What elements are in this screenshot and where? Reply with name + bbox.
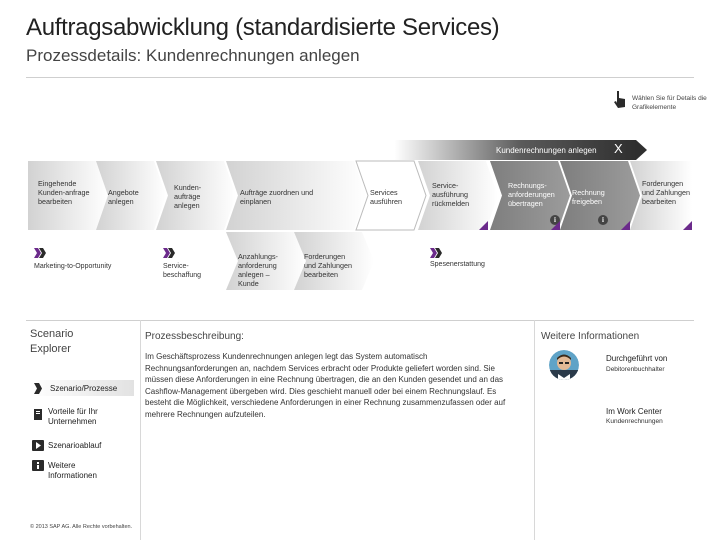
page-title: Auftragsabwicklung (standardisierte Serv… bbox=[26, 14, 500, 41]
copyright: © 2013 SAP AG. Alle Rechte vorbehalten. bbox=[30, 524, 133, 530]
hand-pointer-icon bbox=[614, 91, 625, 108]
step-marker bbox=[683, 221, 692, 230]
process-step-3[interactable]: Kunden-aufträge anlegen bbox=[156, 161, 236, 230]
process-step-label: Rechnungs-anforderungen übertragen bbox=[508, 181, 555, 208]
nav-active-highlight bbox=[30, 380, 134, 396]
play-icon bbox=[32, 440, 44, 451]
process-step-label: Service-ausführung rückmelden bbox=[432, 181, 470, 208]
performed-by-value: Debitorenbuchhalter bbox=[606, 366, 665, 373]
process-step-label: Rechnung freigeben bbox=[572, 188, 605, 206]
header-divider bbox=[26, 77, 694, 78]
process-step-5[interactable]: Services ausführen bbox=[355, 160, 427, 231]
sidebar-item-benefits[interactable]: Vorteile für Ihr Unternehmen bbox=[48, 407, 98, 426]
process-band-close[interactable]: X bbox=[614, 141, 623, 156]
performed-by-label: Durchgeführt von bbox=[606, 354, 668, 363]
left-column-divider bbox=[140, 320, 141, 540]
process-step-label: Forderungen und Zahlungen bearbeiten bbox=[642, 179, 690, 206]
info-icon bbox=[32, 460, 44, 471]
document-icon bbox=[34, 409, 42, 420]
info-icon[interactable]: i bbox=[550, 215, 560, 225]
process-step-4[interactable]: Aufträge zuordnen und einplanen bbox=[226, 161, 366, 230]
work-center-value[interactable]: Kundenrechnungen bbox=[606, 418, 663, 425]
description-body: Im Geschäftsprozess Kundenrechnungen anl… bbox=[145, 352, 506, 419]
chevron-shape bbox=[294, 232, 374, 290]
chevron-shape bbox=[560, 161, 640, 230]
scenario-explorer-title: Scenario Explorer bbox=[30, 328, 74, 355]
process-step-label: Services ausführen bbox=[370, 188, 402, 206]
process-step-label: Eingehende Kunden-anfrage bearbeiten bbox=[38, 179, 90, 206]
page-subtitle: Prozessdetails: Kundenrechnungen anlegen bbox=[26, 46, 360, 65]
info-icon[interactable]: i bbox=[598, 215, 608, 225]
process-step-7[interactable]: Rechnungs-anforderungen übertragen i bbox=[490, 161, 570, 230]
more-info-heading: Weitere Informationen bbox=[541, 331, 640, 342]
chevron-shape bbox=[156, 161, 236, 230]
sidebar-item-scenario-processes[interactable]: Szenario/Prozesse bbox=[50, 384, 118, 393]
process-band-label: Kundenrechnungen anlegen bbox=[496, 146, 597, 155]
sub-step-4[interactable]: Forderungen und Zahlungen bearbeiten bbox=[294, 232, 374, 290]
process-step-1[interactable]: Eingehende Kunden-anfrage bearbeiten bbox=[28, 161, 108, 230]
sub-step-3[interactable]: Anzahlungs-anforderung anlegen – Kunde bbox=[226, 232, 306, 290]
step-marker bbox=[479, 221, 488, 230]
sub-step-label: Forderungen und Zahlungen bearbeiten bbox=[304, 252, 352, 279]
description-heading: Prozessbeschreibung: bbox=[145, 331, 244, 342]
chevron-shape bbox=[96, 161, 166, 230]
step-marker bbox=[551, 221, 560, 230]
sub-step-2[interactable]: Service-beschaffung bbox=[163, 263, 202, 279]
process-arrow-icon bbox=[34, 383, 42, 394]
sub-step-1[interactable]: Marketing-to-Opportunity bbox=[34, 263, 112, 270]
link-arrow-icon bbox=[430, 248, 442, 258]
process-step-8[interactable]: Rechnung freigeben i bbox=[560, 161, 640, 230]
sub-step-5[interactable]: Spesenerstattung bbox=[430, 261, 485, 268]
chevron-shape bbox=[28, 161, 108, 230]
link-arrow-icon bbox=[163, 248, 175, 258]
chevron-shape bbox=[226, 161, 366, 230]
sub-step-label: Anzahlungs-anforderung anlegen – Kunde bbox=[238, 252, 278, 288]
sidebar-item-more-info[interactable]: Weitere Informationen bbox=[48, 461, 97, 480]
process-step-6[interactable]: Service-ausführung rückmelden bbox=[418, 161, 498, 230]
work-center-label: Im Work Center bbox=[606, 407, 662, 416]
process-step-label: Aufträge zuordnen und einplanen bbox=[240, 188, 314, 206]
process-step-label: Kunden-aufträge anlegen bbox=[174, 183, 202, 210]
chevron-shape bbox=[630, 161, 692, 230]
process-step-label: Angebote anlegen bbox=[108, 188, 139, 206]
chevron-shape bbox=[355, 160, 427, 231]
process-step-2[interactable]: Angebote anlegen bbox=[96, 161, 166, 230]
step-marker bbox=[621, 221, 630, 230]
hint-text: Wählen Sie für Details die Grafikelement… bbox=[632, 95, 707, 111]
sidebar-item-scenario-flow[interactable]: Szenarioablauf bbox=[48, 441, 102, 450]
section-divider bbox=[26, 320, 694, 321]
process-step-9[interactable]: Forderungen und Zahlungen bearbeiten bbox=[630, 161, 692, 230]
right-column-divider bbox=[534, 320, 535, 540]
link-arrow-icon bbox=[34, 248, 46, 258]
chevron-shape bbox=[490, 161, 570, 230]
chevron-shape bbox=[226, 232, 306, 290]
chevron-shape bbox=[418, 161, 498, 230]
user-avatar bbox=[549, 350, 579, 380]
